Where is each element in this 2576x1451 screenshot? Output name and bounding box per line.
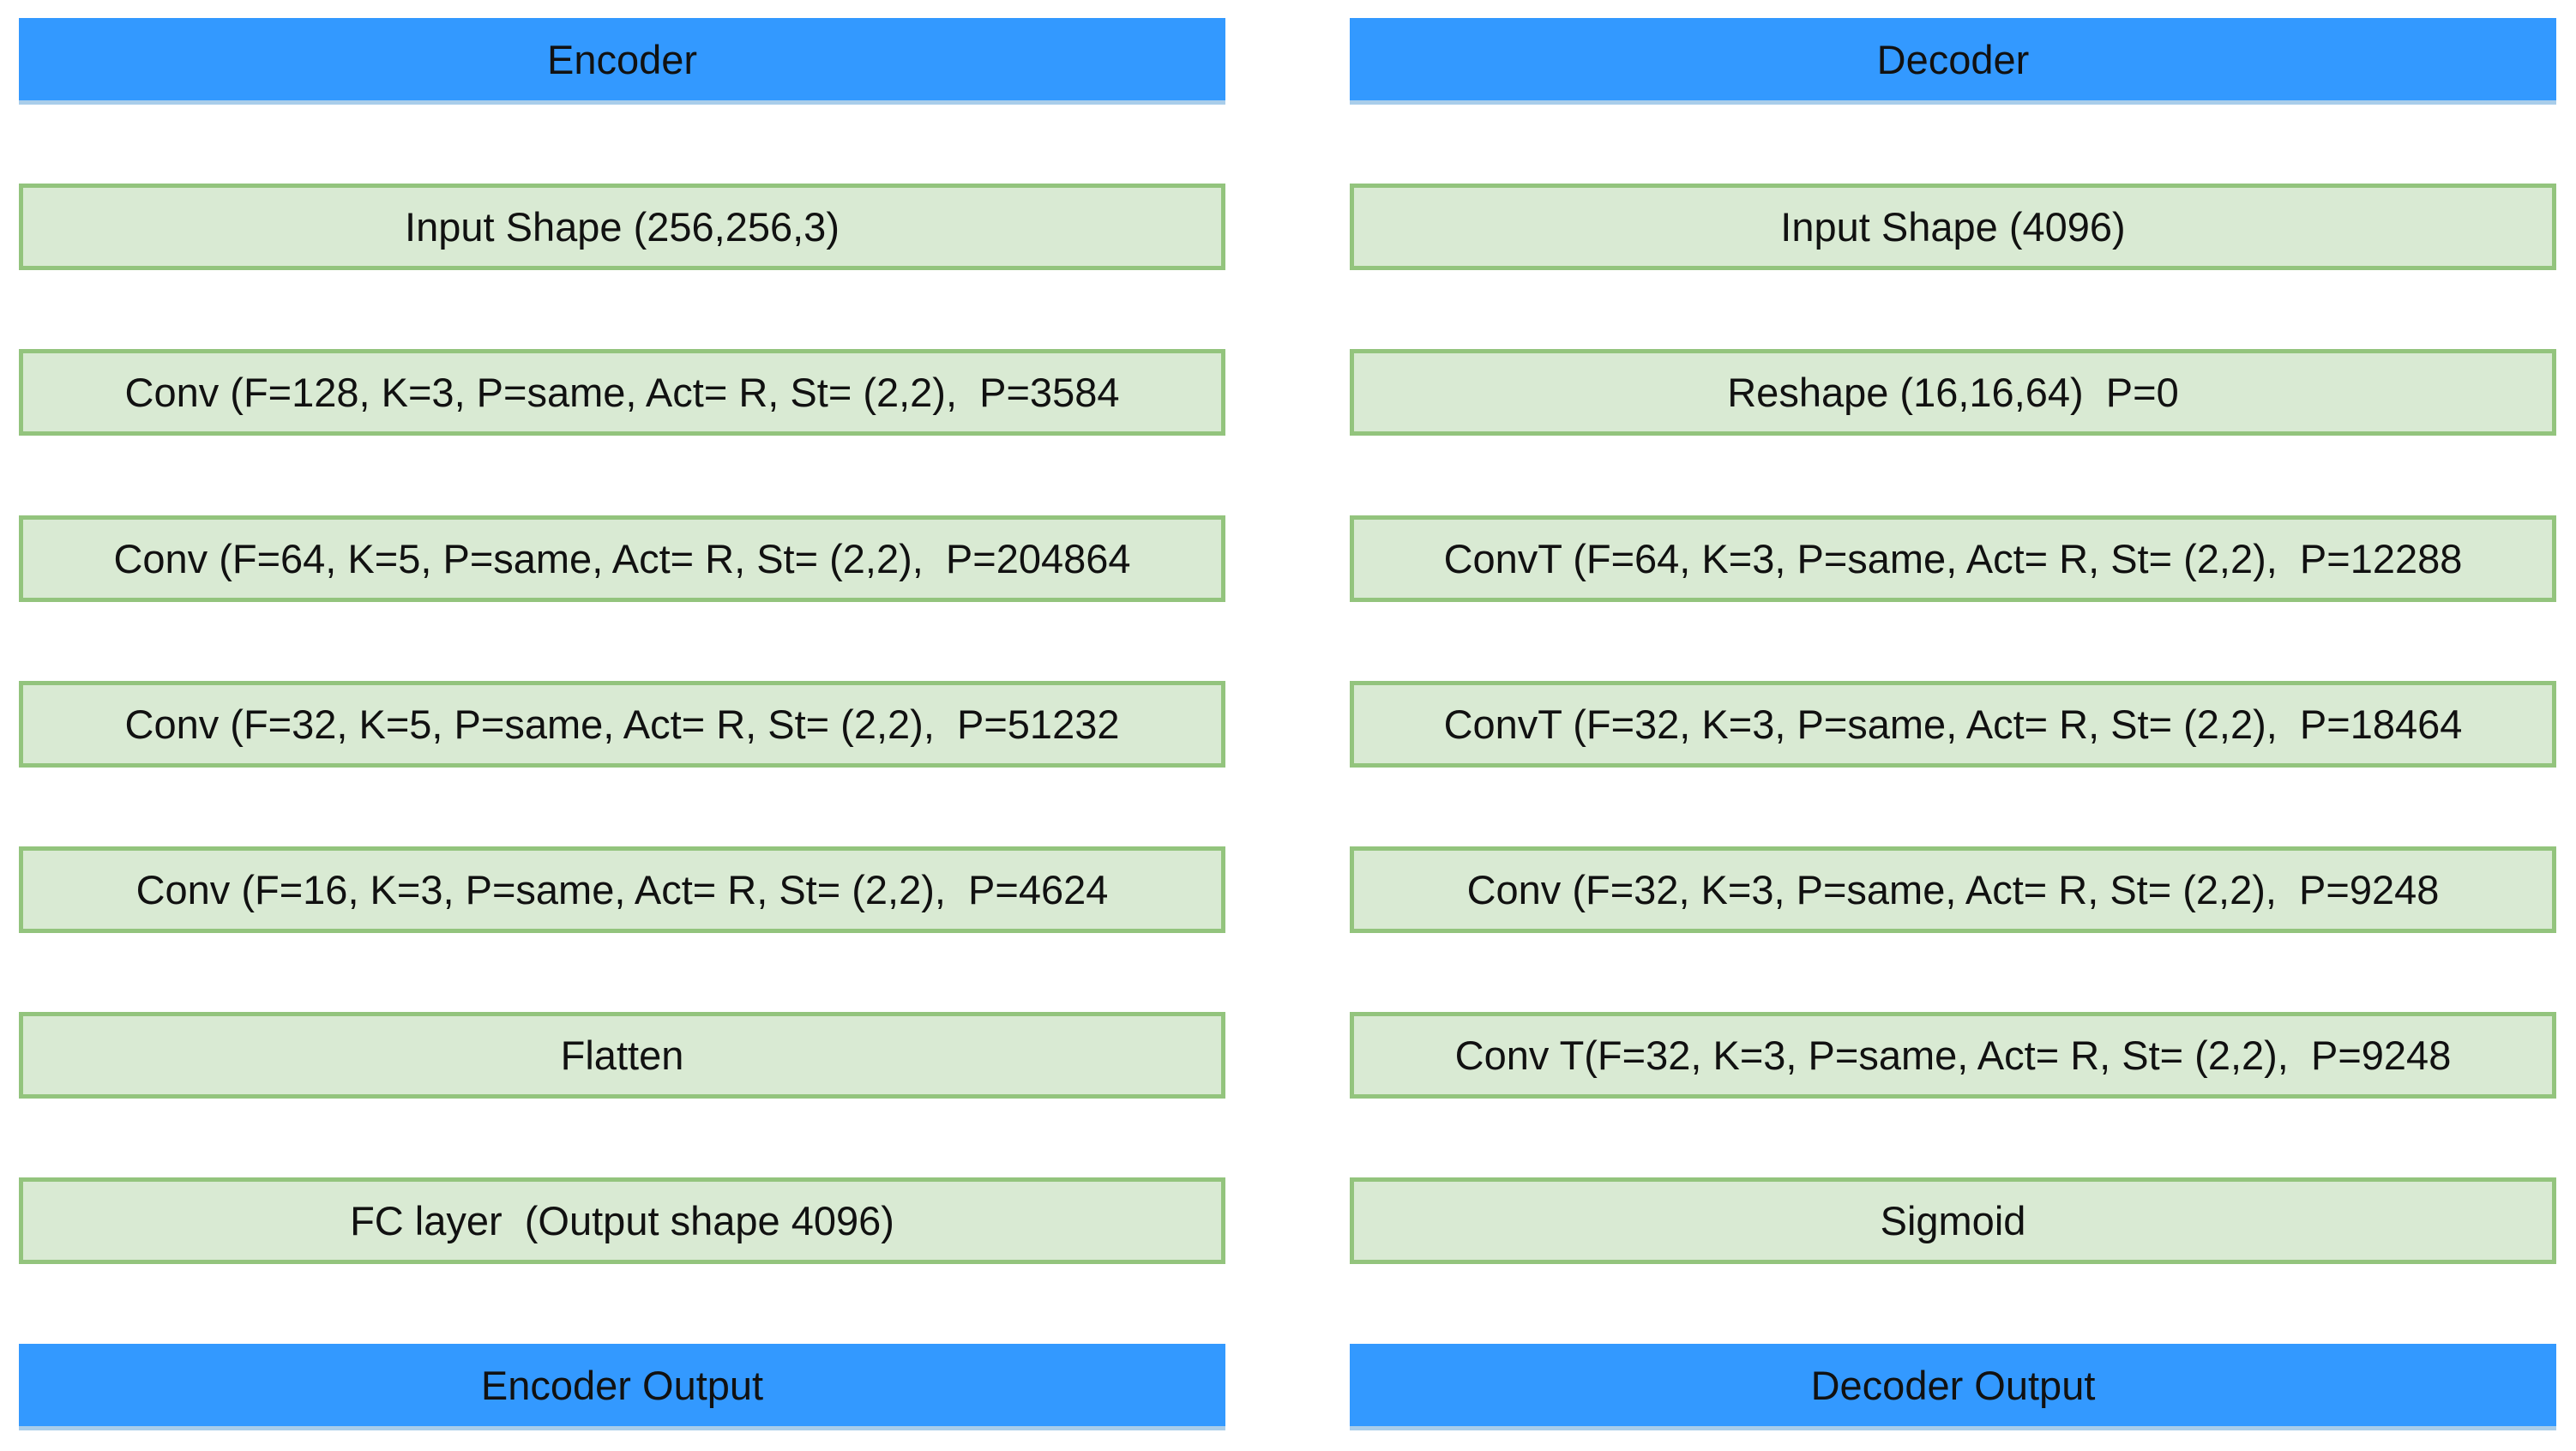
decoder-input-shape-block: Input Shape (4096)	[1350, 184, 2556, 270]
decoder-reshape-block: Reshape (16,16,64) P=0	[1350, 349, 2556, 436]
decoder-output-footer: Decoder Output	[1350, 1344, 2556, 1430]
encoder-flatten-block: Flatten	[19, 1012, 1225, 1099]
encoder-fc-layer-block: FC layer (Output shape 4096)	[19, 1177, 1225, 1264]
encoder-input-shape-block: Input Shape (256,256,3)	[19, 184, 1225, 270]
encoder-conv-32-block: Conv (F=32, K=5, P=same, Act= R, St= (2,…	[19, 681, 1225, 768]
decoder-conv-t-32-block: Conv T(F=32, K=3, P=same, Act= R, St= (2…	[1350, 1012, 2556, 1099]
encoder-conv-64-block: Conv (F=64, K=5, P=same, Act= R, St= (2,…	[19, 515, 1225, 602]
encoder-output-footer: Encoder Output	[19, 1344, 1225, 1430]
decoder-header: Decoder	[1350, 18, 2556, 105]
decoder-convt-32-block: ConvT (F=32, K=3, P=same, Act= R, St= (2…	[1350, 681, 2556, 768]
encoder-conv-128-block: Conv (F=128, K=3, P=same, Act= R, St= (2…	[19, 349, 1225, 436]
decoder-convt-64-block: ConvT (F=64, K=3, P=same, Act= R, St= (2…	[1350, 515, 2556, 602]
decoder-conv-32-block: Conv (F=32, K=3, P=same, Act= R, St= (2,…	[1350, 846, 2556, 933]
encoder-header: Encoder	[19, 18, 1225, 105]
decoder-sigmoid-block: Sigmoid	[1350, 1177, 2556, 1264]
encoder-conv-16-block: Conv (F=16, K=3, P=same, Act= R, St= (2,…	[19, 846, 1225, 933]
